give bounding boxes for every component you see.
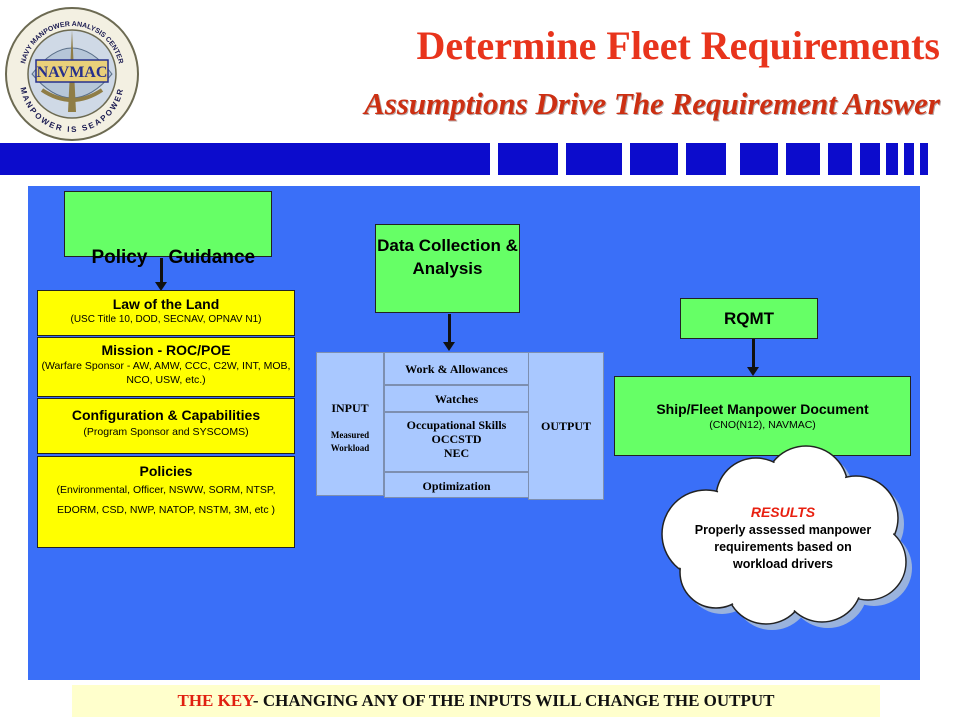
optimization-step: Optimization bbox=[384, 472, 529, 498]
work-allowances-label: Work & Allowances bbox=[405, 362, 508, 376]
policies-title: Policies bbox=[139, 463, 193, 479]
results-cloud bbox=[661, 445, 912, 630]
page-title: Determine Fleet Requirements bbox=[416, 23, 940, 68]
key-banner: THE KEY- CHANGING ANY OF THE INPUTS WILL… bbox=[72, 685, 880, 717]
data-collection-label: Data Collection & Analysis bbox=[377, 236, 518, 278]
work-allowances-step: Work & Allowances bbox=[384, 352, 529, 385]
results-title: RESULTS bbox=[750, 504, 816, 520]
arrow-data-to-process bbox=[448, 314, 451, 344]
results-text-group: RESULTS Properly assessed manpower requi… bbox=[652, 504, 914, 573]
input-sub1: Measured bbox=[330, 430, 370, 440]
output-box: OUTPUT bbox=[528, 352, 604, 500]
policy-guidance-label: Policy Guidance bbox=[91, 247, 256, 268]
mission-box: Mission - ROC/POE (Warfare Sponsor - AW,… bbox=[37, 337, 295, 397]
arrowhead-data-to-process bbox=[443, 342, 455, 351]
document-detail: (CNO(N12), NAVMAC) bbox=[709, 419, 816, 431]
document-title: Ship/Fleet Manpower Document bbox=[656, 401, 869, 417]
arrowhead-rqmt-to-document bbox=[747, 367, 759, 376]
logo-center-text: NAVMAC bbox=[37, 64, 108, 81]
mission-title: Mission - ROC/POE bbox=[101, 342, 231, 358]
input-title: INPUT bbox=[331, 401, 369, 415]
watches-label: Watches bbox=[434, 392, 479, 406]
rqmt-label: RQMT bbox=[723, 309, 775, 328]
input-sub2: Workload bbox=[330, 443, 370, 453]
data-collection-box: Data Collection & Analysis bbox=[375, 224, 520, 313]
arrowhead-policy-to-law bbox=[155, 282, 167, 291]
policy-guidance-box: Policy Guidance bbox=[64, 191, 272, 268]
results-line-1: Properly assessed manpower bbox=[694, 523, 872, 537]
key-text: - CHANGING ANY OF THE INPUTS WILL CHANGE… bbox=[252, 691, 775, 710]
configuration-detail: (Program Sponsor and SYSCOMS) bbox=[83, 426, 249, 438]
optimization-label: Optimization bbox=[422, 479, 491, 493]
navmac-logo: NAVMAC NAVY MANPOWER ANALYSIS CENTER MAN… bbox=[5, 7, 139, 141]
fleet-manpower-document-box: Ship/Fleet Manpower Document (CNO(N12), … bbox=[614, 376, 911, 456]
policies-box: Policies (Environmental, Officer, NSWW, … bbox=[37, 456, 295, 548]
key-prefix: THE KEY bbox=[177, 691, 253, 710]
occstd-label: OCCSTD bbox=[431, 432, 482, 446]
law-title: Law of the Land bbox=[112, 296, 220, 312]
watches-step: Watches bbox=[384, 385, 529, 412]
arrow-rqmt-to-document bbox=[752, 339, 755, 369]
occupational-skills-label: Occupational Skills bbox=[406, 418, 507, 432]
output-title: OUTPUT bbox=[540, 419, 591, 433]
law-of-the-land-box: Law of the Land (USC Title 10, DOD, SECN… bbox=[37, 290, 295, 336]
mission-detail: (Warfare Sponsor - AW, AMW, CCC, C2W, IN… bbox=[41, 360, 291, 386]
configuration-box: Configuration & Capabilities (Program Sp… bbox=[37, 398, 295, 454]
nec-label: NEC bbox=[443, 446, 470, 460]
policies-detail: (Environmental, Officer, NSWW, SORM, NTS… bbox=[56, 484, 276, 516]
rqmt-box: RQMT bbox=[680, 298, 818, 339]
configuration-title: Configuration & Capabilities bbox=[71, 407, 261, 423]
results-line-2: requirements based on bbox=[714, 540, 852, 554]
law-detail: (USC Title 10, DOD, SECNAV, OPNAV N1) bbox=[70, 314, 262, 325]
arrow-policy-to-law bbox=[160, 258, 163, 284]
results-line-3: workload drivers bbox=[732, 557, 834, 571]
input-box: INPUT Measured Workload bbox=[316, 352, 384, 496]
page-subtitle: Assumptions Drive The Requirement Answer bbox=[364, 86, 940, 121]
occupational-skills-step: Occupational Skills OCCSTD NEC bbox=[384, 412, 529, 472]
decorative-stripe-bar bbox=[0, 143, 960, 175]
